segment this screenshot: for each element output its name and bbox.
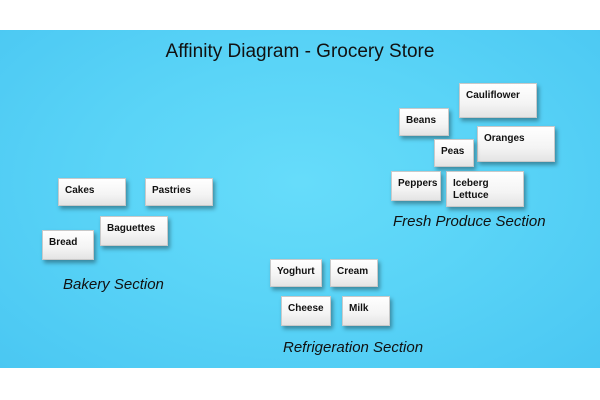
- card-yoghurt[interactable]: Yoghurt: [270, 259, 322, 287]
- card-peas[interactable]: Peas: [434, 139, 474, 167]
- card-cauliflower[interactable]: Cauliflower: [459, 83, 537, 118]
- card-label: Baguettes: [107, 223, 156, 234]
- card-cream[interactable]: Cream: [330, 259, 378, 287]
- card-label: Oranges: [484, 133, 525, 144]
- card-label: Cakes: [65, 185, 95, 196]
- card-label: Peas: [441, 146, 465, 157]
- card-bread[interactable]: Bread: [42, 230, 94, 260]
- card-oranges[interactable]: Oranges: [477, 126, 555, 162]
- card-label: Iceberg Lettuce: [453, 178, 489, 201]
- card-iceberg-lettuce[interactable]: Iceberg Lettuce: [446, 171, 524, 207]
- card-label: Cream: [337, 266, 369, 277]
- diagram-canvas: Affinity Diagram - Grocery Store Cakes P…: [0, 30, 600, 368]
- card-label: Peppers: [398, 178, 438, 189]
- card-cheese[interactable]: Cheese: [281, 296, 331, 326]
- card-cakes[interactable]: Cakes: [58, 178, 126, 206]
- card-label: Cheese: [288, 303, 324, 314]
- group-label-refrigeration: Refrigeration Section: [283, 339, 424, 356]
- card-beans[interactable]: Beans: [399, 108, 449, 136]
- card-pastries[interactable]: Pastries: [145, 178, 213, 206]
- card-label: Beans: [406, 115, 437, 126]
- card-label: Milk: [349, 303, 369, 314]
- group-label-fresh-produce: Fresh Produce Section: [393, 213, 546, 230]
- card-milk[interactable]: Milk: [342, 296, 390, 326]
- card-label: Pastries: [152, 185, 191, 196]
- card-label: Bread: [49, 237, 78, 248]
- card-label: Yoghurt: [277, 266, 315, 277]
- card-label: Cauliflower: [466, 90, 520, 101]
- group-label-bakery: Bakery Section: [63, 276, 164, 293]
- card-baguettes[interactable]: Baguettes: [100, 216, 168, 246]
- card-peppers[interactable]: Peppers: [391, 171, 441, 201]
- diagram-title: Affinity Diagram - Grocery Store: [165, 41, 435, 62]
